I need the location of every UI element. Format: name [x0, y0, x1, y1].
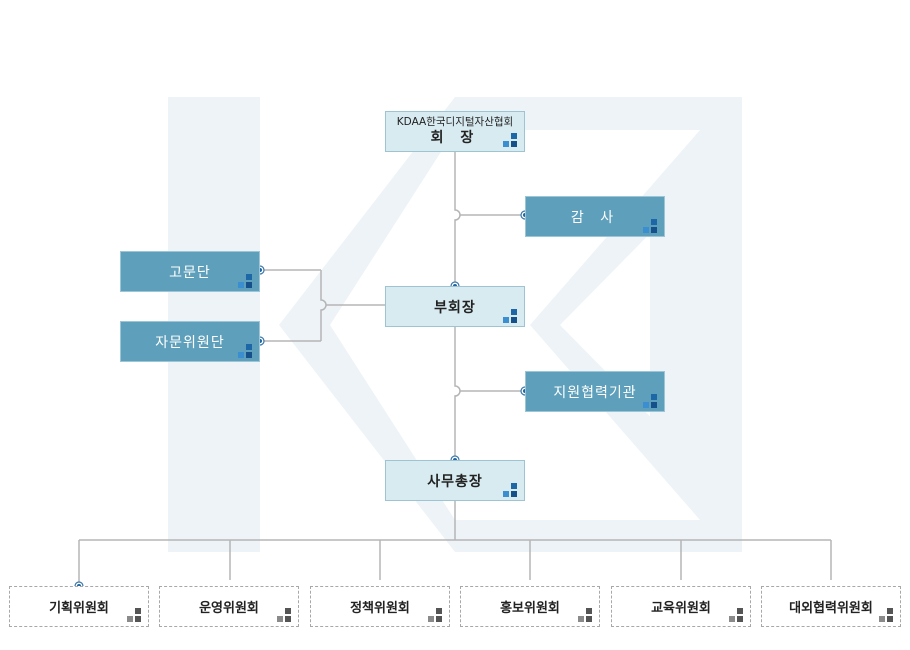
committee-box: 대외협력위원회: [761, 586, 901, 627]
committee-label: 운영위원회: [199, 601, 259, 616]
advisors-box: 고문단: [120, 251, 260, 292]
vice-president-box: 부회장: [385, 286, 525, 327]
box-corner-icon: [277, 608, 291, 622]
committee-label: 교육위원회: [651, 601, 711, 616]
committee-box: 교육위원회: [611, 586, 751, 627]
box-corner-icon: [238, 274, 252, 288]
committee-box: 홍보위원회: [460, 586, 600, 627]
committee-label: 기획위원회: [49, 601, 109, 616]
box-corner-icon: [127, 608, 141, 622]
consultants-box: 자문위원단: [120, 321, 260, 362]
committee-box: 기획위원회: [9, 586, 149, 627]
committee-label: 정책위원회: [350, 601, 410, 616]
secretary-general-box: 사무총장: [385, 460, 525, 501]
committee-box: 운영위원회: [159, 586, 299, 627]
box-corner-icon: [503, 133, 517, 147]
box-corner-icon: [643, 394, 657, 408]
box-corner-icon: [729, 608, 743, 622]
committee-label: 홍보위원회: [500, 601, 560, 616]
secretary-general-label: 사무총장: [427, 473, 483, 490]
auditor-label: 감 사: [570, 209, 620, 226]
partners-label: 지원협력기관: [553, 384, 637, 401]
box-corner-icon: [238, 344, 252, 358]
committee-label: 대외협력위원회: [789, 601, 873, 616]
president-title: 회 장: [430, 130, 480, 146]
president-org-name: KDAA한국디지털자산협회: [396, 116, 514, 128]
box-corner-icon: [643, 219, 657, 233]
box-corner-icon: [879, 608, 893, 622]
advisors-label: 고문단: [169, 264, 211, 281]
president-box: KDAA한국디지털자산협회 회 장: [385, 111, 525, 152]
committee-box: 정책위원회: [310, 586, 450, 627]
vice-president-label: 부회장: [434, 299, 476, 316]
box-corner-icon: [503, 309, 517, 323]
auditor-box: 감 사: [525, 196, 665, 237]
box-corner-icon: [578, 608, 592, 622]
consultants-label: 자문위원단: [155, 334, 225, 351]
box-corner-icon: [503, 483, 517, 497]
partners-box: 지원협력기관: [525, 371, 665, 412]
box-corner-icon: [428, 608, 442, 622]
